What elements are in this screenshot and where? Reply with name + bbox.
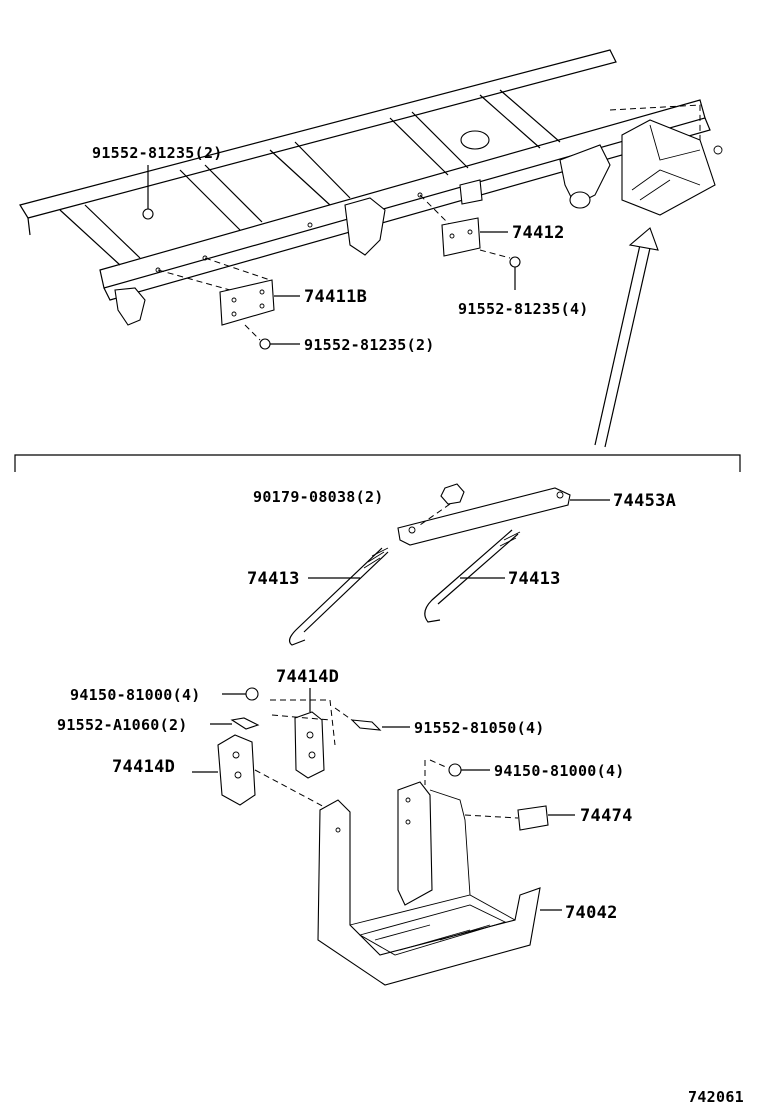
- vehicle-frame: [19, 49, 711, 326]
- carrier-on-frame: [621, 119, 723, 216]
- label-bolt-top-left: 91552-81235(2): [92, 144, 223, 162]
- label-nut-94150-right: 94150-81000(4): [494, 762, 625, 780]
- nut-icon: [222, 687, 259, 701]
- label-carrier-74042: 74042: [565, 903, 618, 923]
- label-bracket-74414D-left: 74414D: [112, 757, 175, 777]
- bolt-icon: [142, 165, 154, 220]
- label-rod-left: 74413: [247, 569, 300, 589]
- diagram-number: 742061: [688, 1088, 744, 1106]
- bolt-icon: [479, 249, 521, 290]
- label-rod-right: 74413: [508, 569, 561, 589]
- label-nut-94150-left: 94150-81000(4): [70, 686, 201, 704]
- rod-74413-left: [288, 547, 389, 646]
- bracket-74414D-mid: [270, 688, 336, 779]
- arrow-up-icon: [594, 227, 659, 448]
- bolt-icon: [244, 324, 300, 350]
- clamp-74453A: [397, 487, 610, 546]
- label-bolt-mid-right: 91552-81235(4): [458, 300, 589, 318]
- label-bolt-lower-left: 91552-81235(2): [304, 336, 435, 354]
- pad-74474: [464, 805, 575, 831]
- rod-74413-right: [424, 529, 521, 623]
- label-pad-74474: 74474: [580, 806, 633, 826]
- bracket-74412: [441, 217, 508, 257]
- label-bracket-74414D-top: 74414D: [276, 667, 339, 687]
- label-nut-90179: 90179-08038(2): [253, 488, 384, 506]
- nut-icon: [429, 759, 490, 777]
- nut-icon: [419, 483, 465, 526]
- bolt-icon: [334, 707, 410, 731]
- label-bolt-91552-81050: 91552-81050(4): [414, 719, 545, 737]
- label-bracket-74411B: 74411B: [304, 287, 367, 307]
- bracket-74411B: [219, 279, 300, 326]
- section-divider: [14, 454, 741, 472]
- label-bolt-91552-A1060: 91552-A1060(2): [57, 716, 188, 734]
- label-bracket-74412: 74412: [512, 223, 565, 243]
- bolt-icon: [210, 717, 260, 730]
- battery-carrier-74042: [317, 760, 562, 986]
- bracket-74414D-left: [217, 734, 331, 811]
- label-clamp-74453A: 74453A: [613, 491, 676, 511]
